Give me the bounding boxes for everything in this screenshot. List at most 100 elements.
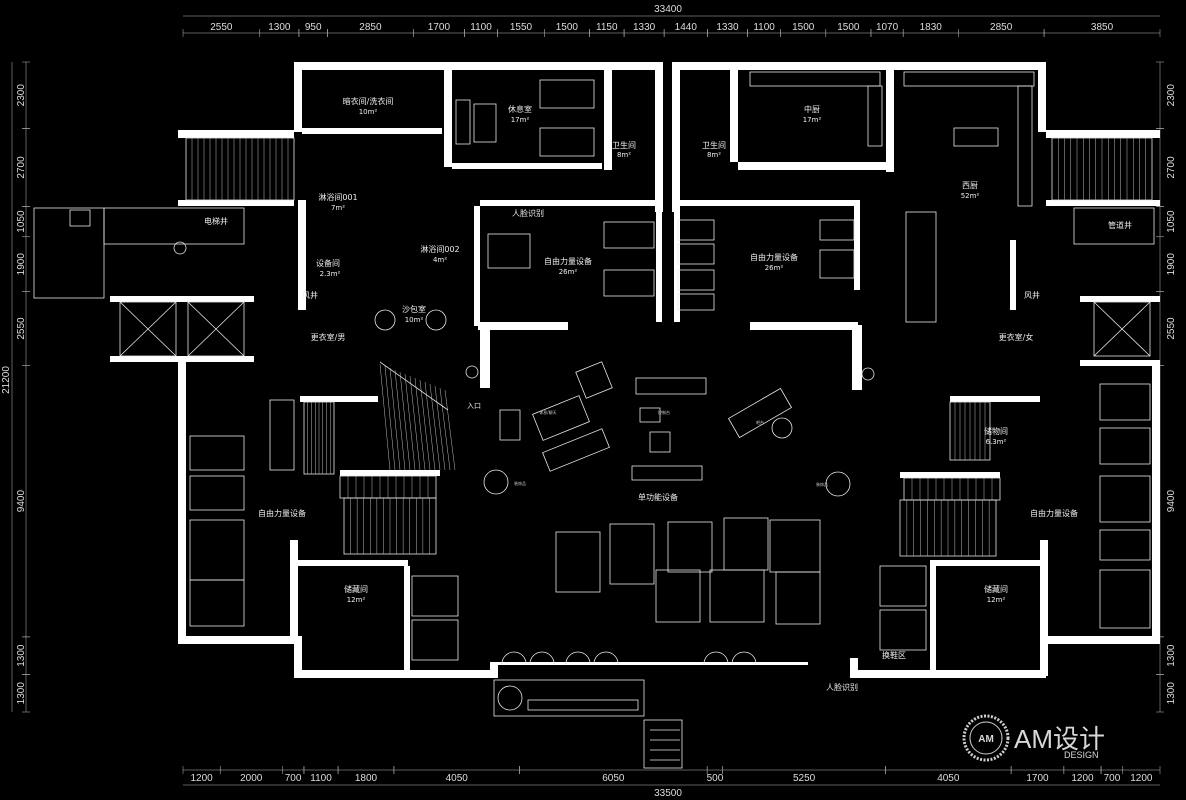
top-dimension-label: 1330 — [716, 22, 739, 33]
room-control: 控制台 — [658, 409, 670, 415]
room-western-kitchen-area: 52m² — [961, 192, 980, 200]
room-changing-women: 更衣室/女 — [999, 332, 1034, 342]
top-dimension-label: 1100 — [470, 22, 492, 33]
room-shower2: 淋浴间002 — [420, 244, 459, 254]
bottom-dimension-label: 1200 — [1130, 773, 1153, 784]
right-dimension-label: 2300 — [1166, 84, 1177, 107]
bottom-dimension-label: 700 — [1104, 773, 1121, 784]
left-dimension-label: 2300 — [16, 84, 27, 107]
top-dimension-label: 3850 — [1091, 22, 1114, 33]
bottom-dimension-label: 1100 — [310, 773, 332, 784]
top-dimension-label: 1300 — [268, 22, 291, 33]
room-sand-bag-area: 10m² — [405, 316, 424, 324]
walls — [110, 62, 1160, 678]
bottom-dimension-label: 4050 — [446, 773, 469, 784]
room-wc-left-area: 8m² — [617, 151, 631, 159]
top-dimension-label: 1330 — [633, 22, 656, 33]
top-dimension-label: 2850 — [990, 22, 1013, 33]
room-free-weights-right: 自由力量设备 — [1030, 508, 1078, 518]
right-dimension-label: 2700 — [1166, 156, 1177, 179]
left-total-dimension: 21200 — [1, 366, 12, 394]
right-dimension-label: 1050 — [1166, 210, 1177, 233]
room-western-kitchen: 西厨 — [962, 181, 978, 190]
logo-mark: AM — [978, 734, 994, 745]
room-free-weights-right-top: 自由力量设备 — [750, 252, 798, 262]
room-single-function: 单功能设备 — [638, 492, 678, 502]
room-chinese-kitchen: 中厨 — [804, 104, 820, 114]
left-dimension-label: 9400 — [16, 490, 27, 513]
top-dimension-label: 950 — [305, 22, 322, 33]
room-wc-right: 卫生间 — [702, 140, 726, 150]
top-dimension-label: 2850 — [359, 22, 382, 33]
room-vent-right: 风井 — [1024, 290, 1040, 300]
left-dimension-label: 2700 — [16, 156, 27, 179]
room-decor-right: 装饰品 — [816, 481, 828, 487]
room-face-id-bottom: 人脸识别 — [826, 682, 858, 692]
room-storage-right: 储物间 — [984, 426, 1008, 436]
room-labels: 暗衣间/洗衣间 10m² 休息室 17m² 卫生间 8m² 卫生间 8m² 中厨… — [204, 96, 1132, 692]
room-free-weights-left: 自由力量设备 — [258, 508, 306, 518]
top-dimension-label: 1070 — [876, 22, 899, 33]
room-shoe-change: 换鞋区 — [882, 650, 906, 660]
room-storage-right-bottom: 储藏间 — [984, 584, 1008, 594]
room-reception: 吧台 — [756, 419, 764, 425]
room-chinese-kitchen-area: 17m² — [803, 116, 822, 124]
room-equipment: 设备间 — [316, 258, 340, 268]
bottom-dimension-label: 1800 — [355, 773, 378, 784]
top-dimension-label: 1830 — [920, 22, 943, 33]
room-cloakroom: 暗衣间/洗衣间 — [343, 96, 394, 106]
room-storage-right-area: 6.3m² — [986, 438, 1007, 446]
brand-logo: AM AM设计 DESIGN — [962, 714, 1105, 762]
room-storage-left-bottom-area: 12m² — [347, 596, 366, 604]
bottom-dimension-label: 1200 — [1071, 773, 1094, 784]
room-shower2-area: 4m² — [433, 256, 447, 264]
room-face-id-top: 人脸识别 — [512, 208, 544, 218]
room-changing-men: 更衣室/男 — [311, 332, 346, 342]
right-dimension-label: 9400 — [1166, 490, 1177, 513]
bottom-dimension-label: 1200 — [190, 773, 213, 784]
left-dimension-label: 1300 — [16, 682, 27, 705]
logo-title: AM设计 — [1014, 724, 1105, 754]
left-dimensions: 21200 2300 2700 1050 1900 2550 9400 1300 1300 — [1, 61, 30, 713]
top-dimension-label: 1500 — [556, 22, 579, 33]
bottom-dimension-label: 4050 — [937, 773, 960, 784]
left-dimension-label: 2550 — [16, 317, 27, 340]
room-cloakroom-area: 10m² — [359, 108, 378, 116]
room-wc-right-area: 8m² — [707, 151, 721, 159]
room-storage-left-bottom: 储藏间 — [344, 584, 368, 594]
room-pipe-shaft: 管道井 — [1108, 220, 1132, 230]
logo-subtitle: DESIGN — [1064, 750, 1099, 760]
right-dimension-label: 1300 — [1166, 682, 1177, 705]
room-shower1-area: 7m² — [331, 204, 345, 212]
top-dimension-label: 1100 — [753, 22, 775, 33]
room-rest: 休息室 — [508, 104, 532, 114]
room-storage-right-bottom-area: 12m² — [987, 596, 1006, 604]
room-rest-area: 17m² — [511, 116, 530, 124]
top-total-dimension: 33400 — [654, 4, 682, 15]
room-free-weights-left-top-area: 26m² — [559, 268, 578, 276]
top-dimension-label: 1500 — [837, 22, 860, 33]
right-dimension-label: 1900 — [1166, 253, 1177, 276]
bottom-total-dimension: 33500 — [654, 788, 682, 799]
room-vent-left: 风井 — [302, 290, 318, 300]
left-dimension-label: 1300 — [16, 644, 27, 667]
bottom-dimension-label: 700 — [285, 773, 302, 784]
right-dimension-label: 2550 — [1166, 317, 1177, 340]
bottom-dimension-label: 2000 — [240, 773, 263, 784]
left-dimension-label: 1050 — [16, 210, 27, 233]
room-shower1: 淋浴间001 — [318, 192, 357, 202]
left-dimension-label: 1900 — [16, 253, 27, 276]
top-dimension-label: 1500 — [792, 22, 815, 33]
room-sand-bag: 沙包室 — [402, 304, 426, 314]
bottom-dimension-label: 1700 — [1026, 773, 1049, 784]
stairs — [185, 137, 1153, 557]
room-free-weights-left-top: 自由力量设备 — [544, 256, 592, 266]
bottom-dimension-label: 500 — [707, 773, 724, 784]
room-free-weights-right-top-area: 26m² — [765, 264, 784, 272]
bottom-dimension-label: 5250 — [793, 773, 816, 784]
elevator-shafts — [119, 301, 1151, 357]
logo-seal-icon — [962, 714, 1010, 762]
furniture — [33, 71, 1155, 769]
